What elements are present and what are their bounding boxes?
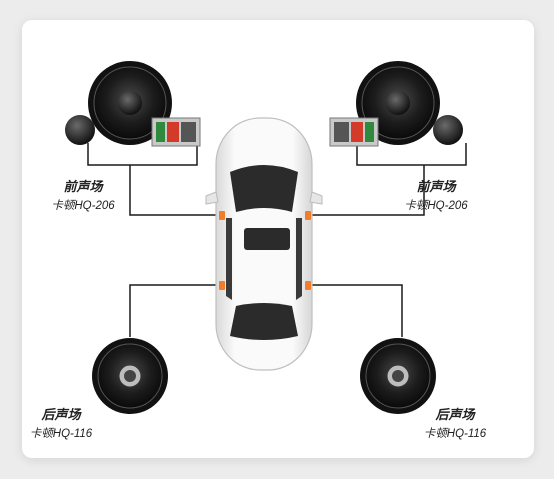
label-rear-right: 后声场 卡顿HQ-116 — [400, 404, 510, 441]
wire-front-left — [87, 143, 222, 216]
wire-front-right — [308, 143, 467, 216]
wire-rear-right — [308, 284, 403, 337]
zone-title: 后声场 — [41, 407, 81, 422]
front-right-speaker-set — [329, 61, 463, 147]
car-top-view-icon — [205, 117, 323, 371]
zone-title: 后声场 — [435, 407, 475, 422]
front-left-speaker-set — [65, 61, 201, 147]
front-right-crossover-icon — [329, 117, 379, 147]
connectors — [219, 211, 311, 290]
wiring — [87, 143, 467, 337]
connector-rear-left — [219, 281, 225, 290]
zone-title: 前声场 — [63, 179, 103, 194]
connector-front-left — [219, 211, 225, 220]
front-left-crossover-icon — [151, 117, 201, 147]
label-rear-left: 后声场 卡顿HQ-116 — [6, 404, 116, 441]
zone-model: 卡顿HQ-206 — [404, 200, 468, 212]
zone-model: 卡顿HQ-116 — [29, 428, 93, 440]
rear-right-speaker-icon — [360, 338, 436, 414]
zone-title: 前声场 — [416, 179, 456, 194]
zone-model: 卡顿HQ-206 — [51, 200, 115, 212]
rear-left-speaker-icon — [92, 338, 168, 414]
label-front-right: 前声场 卡顿HQ-206 — [381, 176, 491, 213]
front-left-tweeter-icon — [65, 115, 95, 145]
wire-rear-left — [129, 284, 222, 337]
connector-front-right — [305, 211, 311, 220]
label-front-left: 前声场 卡顿HQ-206 — [28, 176, 138, 213]
connector-rear-right — [305, 281, 311, 290]
front-right-tweeter-icon — [433, 115, 463, 145]
zone-model: 卡顿HQ-116 — [423, 428, 487, 440]
